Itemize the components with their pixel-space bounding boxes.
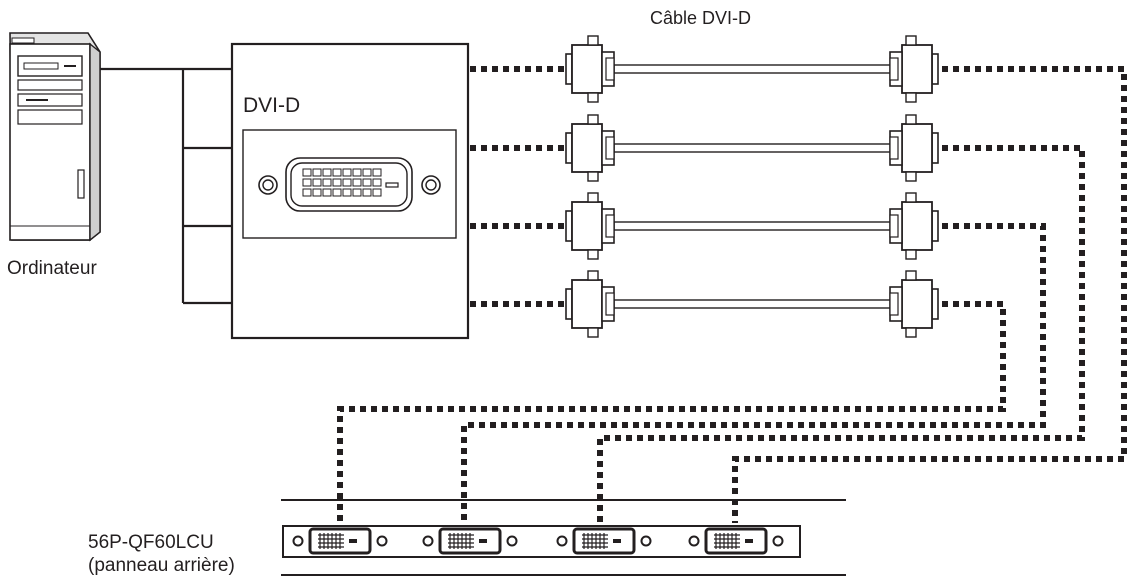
display-back-panel <box>281 499 846 576</box>
dvi-cable-3 <box>565 192 939 260</box>
display-panel-label: (panneau arrière) <box>88 555 235 576</box>
tower-pc-icon <box>9 32 101 242</box>
dvi-plug-icon <box>889 114 939 182</box>
dvi-plug-icon <box>565 270 615 338</box>
dvi-cable-4 <box>565 270 939 338</box>
dvi-plug-icon <box>565 192 615 260</box>
dvi-cable-2 <box>565 114 939 182</box>
dvi-label: DVI-D <box>243 94 301 117</box>
dvi-port-icon <box>258 157 441 212</box>
computer-to-splitter-wiring <box>100 67 232 305</box>
dvi-plug-icon <box>889 270 939 338</box>
cable-label: Câble DVI-D <box>650 8 752 28</box>
display-label: 56P-QF60LCU (panneau arrière) <box>88 531 235 577</box>
splitter-to-cable-links <box>470 66 566 307</box>
dvi-plug-icon <box>565 114 615 182</box>
display-model-label: 56P-QF60LCU <box>88 532 214 553</box>
dvi-plug-icon <box>889 35 939 103</box>
dvi-plug-icon <box>565 35 615 103</box>
cable-to-display-links <box>337 66 1127 523</box>
dvi-cable-1 <box>565 35 939 103</box>
computer-label: Ordinateur <box>7 258 97 279</box>
dvi-plug-icon <box>889 192 939 260</box>
